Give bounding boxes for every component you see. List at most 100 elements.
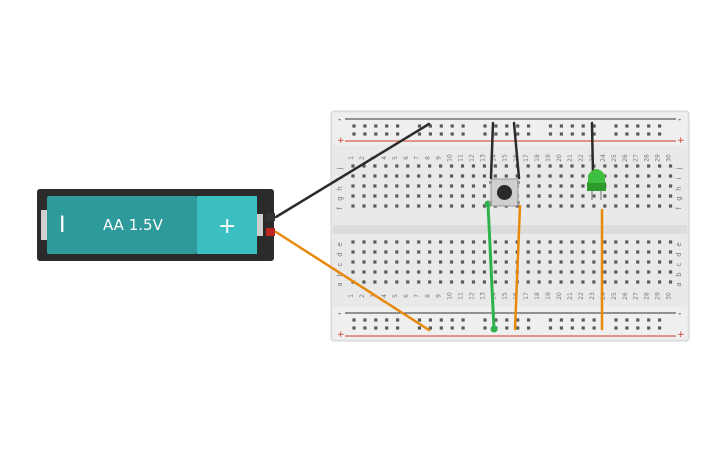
terminal-hole[interactable] — [603, 204, 607, 208]
wire-black-led-lead[interactable] — [590, 121, 595, 177]
terminal-hole[interactable] — [482, 260, 486, 264]
bottom-rail-plus-hole[interactable] — [439, 326, 443, 330]
terminal-hole[interactable] — [406, 250, 410, 254]
terminal-hole[interactable] — [559, 260, 563, 264]
top-rail-plus-hole[interactable] — [614, 132, 618, 136]
terminal-hole[interactable] — [406, 184, 410, 188]
top-rail-plus-hole[interactable] — [439, 132, 443, 136]
terminal-hole[interactable] — [668, 260, 673, 264]
terminal-hole[interactable] — [581, 184, 585, 188]
terminal-hole[interactable] — [417, 270, 421, 274]
terminal-hole[interactable] — [428, 280, 432, 284]
terminal-hole[interactable] — [493, 164, 497, 168]
bottom-rail-minus-hole[interactable] — [658, 318, 662, 322]
terminal-hole[interactable] — [362, 184, 366, 188]
terminal-hole[interactable] — [625, 184, 629, 188]
terminal-hole[interactable] — [384, 184, 388, 188]
top-rail-minus-hole[interactable] — [548, 124, 553, 128]
wire-black-battery-to-rail[interactable] — [274, 122, 431, 219]
terminal-hole[interactable] — [548, 280, 552, 284]
terminal-hole[interactable] — [614, 250, 618, 254]
top-rail-plus-hole[interactable] — [647, 132, 651, 136]
bottom-rail-minus-hole[interactable] — [483, 318, 487, 322]
terminal-hole[interactable] — [559, 164, 563, 168]
terminal-hole[interactable] — [428, 270, 432, 274]
terminal-hole[interactable] — [658, 260, 662, 264]
terminal-hole[interactable] — [570, 184, 574, 188]
top-rail-minus-hole[interactable] — [439, 124, 443, 128]
terminal-hole[interactable] — [384, 164, 388, 168]
bottom-rail-minus-hole[interactable] — [494, 318, 498, 322]
top-rail-minus-hole[interactable] — [417, 124, 422, 128]
top-rail-plus-hole[interactable] — [396, 132, 400, 136]
terminal-hole[interactable] — [373, 164, 377, 168]
terminal-hole[interactable] — [449, 174, 454, 178]
terminal-hole[interactable] — [647, 174, 651, 178]
terminal-hole[interactable] — [570, 174, 574, 178]
bottom-rail-plus-hole[interactable] — [570, 326, 574, 330]
bottom-rail-plus-hole[interactable] — [548, 326, 553, 330]
terminal-hole[interactable] — [526, 204, 530, 208]
bottom-rail-plus-hole[interactable] — [352, 326, 356, 330]
terminal-hole[interactable] — [439, 260, 443, 264]
terminal-hole[interactable] — [559, 184, 563, 188]
bottom-rail-minus-hole[interactable] — [592, 318, 596, 322]
terminal-hole[interactable] — [603, 270, 607, 274]
terminal-hole[interactable] — [439, 194, 443, 198]
top-rail-plus-hole[interactable] — [428, 132, 432, 136]
top-rail-plus-hole[interactable] — [505, 132, 509, 136]
terminal-hole[interactable] — [636, 270, 640, 274]
terminal-hole[interactable] — [570, 280, 574, 284]
terminal-hole[interactable] — [658, 250, 662, 254]
bottom-rail-plus-hole[interactable] — [396, 326, 400, 330]
bottom-rail-plus-hole[interactable] — [636, 326, 640, 330]
bottom-rail-minus-hole[interactable] — [417, 318, 422, 322]
terminal-hole[interactable] — [384, 260, 388, 264]
bottom-rail-minus-hole[interactable] — [581, 318, 585, 322]
top-rail-minus-hole[interactable] — [385, 124, 389, 128]
terminal-hole[interactable] — [559, 194, 563, 198]
terminal-hole[interactable] — [537, 240, 541, 244]
terminal-hole[interactable] — [406, 194, 410, 198]
top-rail-minus-hole[interactable] — [559, 124, 563, 128]
top-rail-minus-hole[interactable] — [352, 124, 356, 128]
top-rail-minus-hole[interactable] — [614, 124, 618, 128]
terminal-hole[interactable] — [439, 270, 443, 274]
top-rail-plus-hole[interactable] — [636, 132, 640, 136]
terminal-hole[interactable] — [636, 240, 640, 244]
terminal-hole[interactable] — [362, 164, 366, 168]
top-rail-minus-hole[interactable] — [570, 124, 574, 128]
terminal-hole[interactable] — [471, 174, 476, 178]
terminal-hole[interactable] — [548, 270, 552, 274]
terminal-hole[interactable] — [537, 184, 541, 188]
terminal-hole[interactable] — [581, 250, 585, 254]
top-rail-minus-hole[interactable] — [647, 124, 651, 128]
terminal-hole[interactable] — [417, 184, 421, 188]
top-rail-plus-hole[interactable] — [352, 132, 356, 136]
terminal-hole[interactable] — [625, 240, 629, 244]
terminal-hole[interactable] — [647, 240, 651, 244]
bottom-rail-plus-hole[interactable] — [417, 326, 422, 330]
terminal-hole[interactable] — [493, 280, 497, 284]
terminal-hole[interactable] — [548, 164, 552, 168]
wire-orange-battery-to-rail[interactable] — [274, 230, 431, 332]
terminal-hole[interactable] — [449, 270, 454, 274]
terminal-hole[interactable] — [559, 250, 563, 254]
terminal-hole[interactable] — [537, 260, 541, 264]
terminal-hole[interactable] — [439, 184, 443, 188]
terminal-hole[interactable] — [417, 164, 421, 168]
terminal-hole[interactable] — [417, 260, 421, 264]
terminal-hole[interactable] — [482, 194, 486, 198]
terminal-hole[interactable] — [570, 250, 574, 254]
terminal-hole[interactable] — [647, 250, 651, 254]
terminal-hole[interactable] — [581, 280, 585, 284]
terminal-hole[interactable] — [373, 184, 377, 188]
terminal-hole[interactable] — [351, 250, 355, 254]
terminal-hole[interactable] — [570, 204, 574, 208]
terminal-hole[interactable] — [428, 174, 432, 178]
terminal-hole[interactable] — [658, 270, 662, 274]
terminal-hole[interactable] — [658, 174, 662, 178]
top-rail-minus-hole[interactable] — [483, 124, 487, 128]
terminal-hole[interactable] — [395, 164, 399, 168]
